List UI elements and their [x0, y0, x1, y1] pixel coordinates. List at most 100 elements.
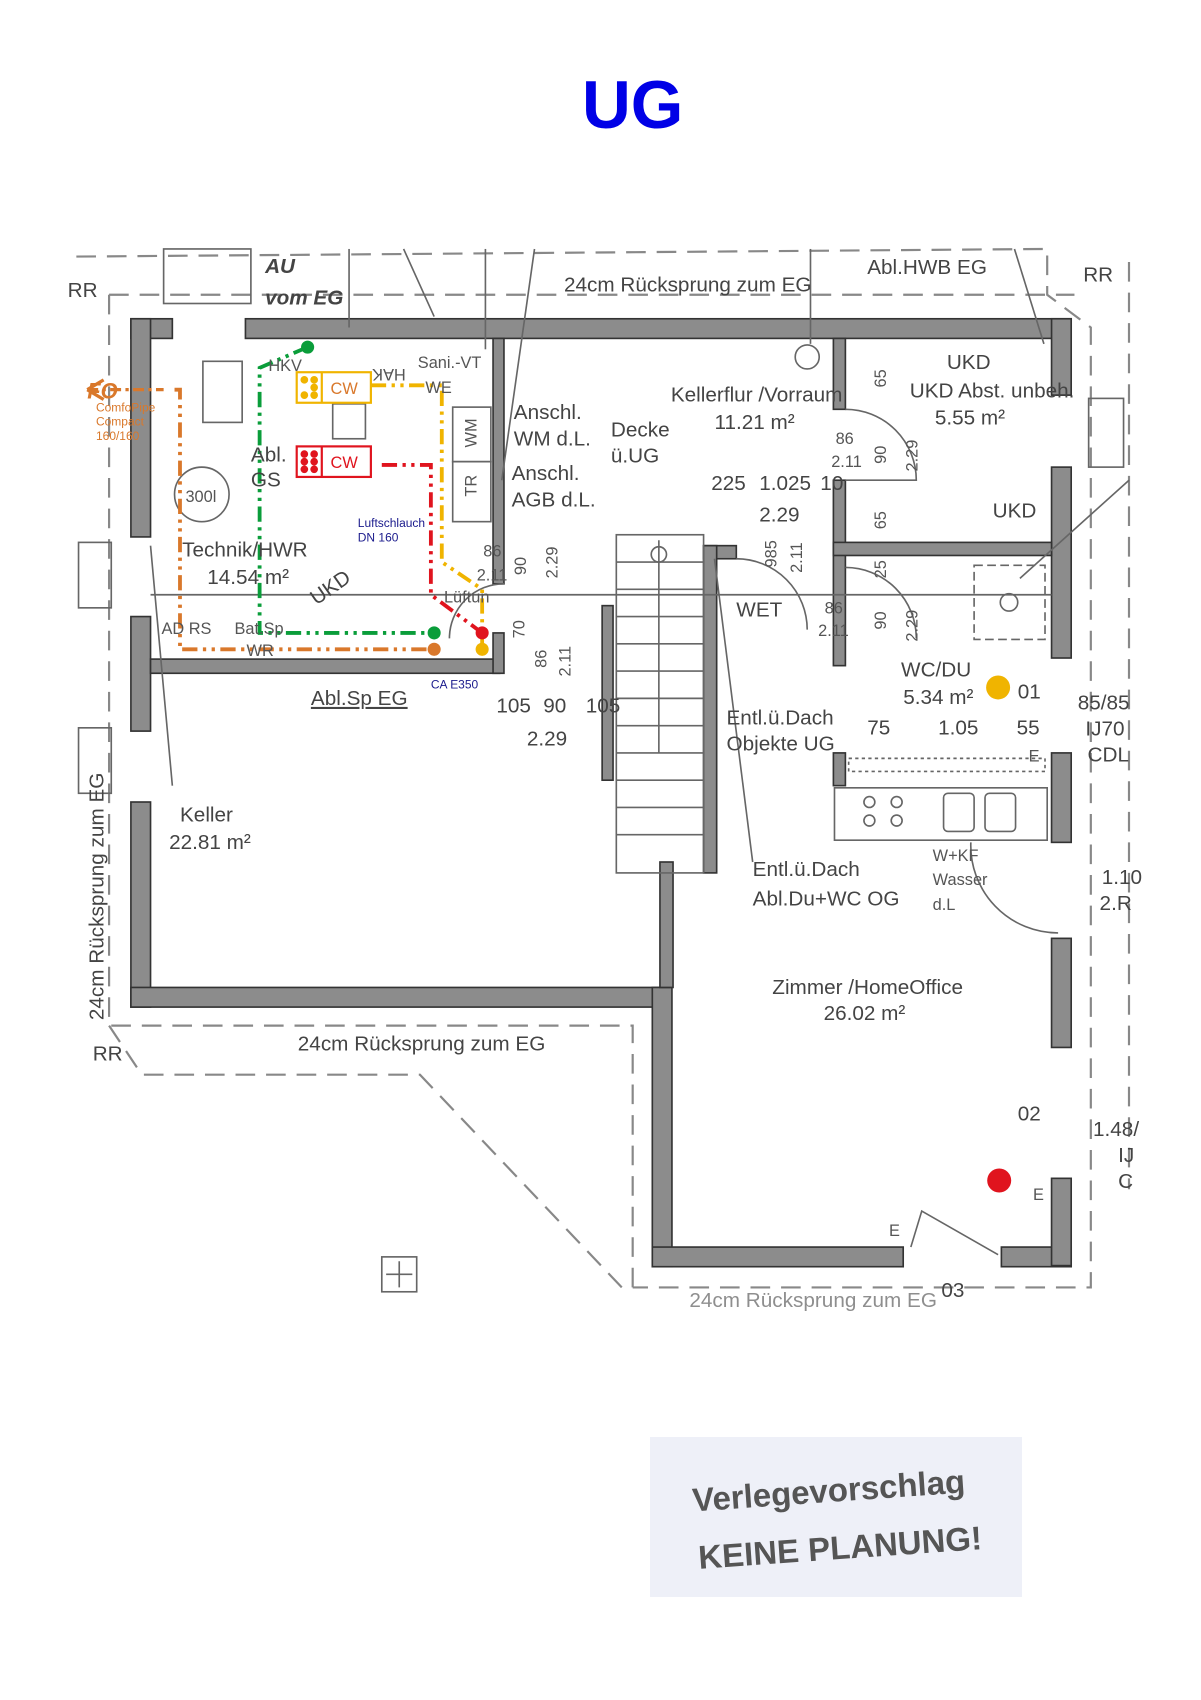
room-name: UKD Abst. unbeh. — [910, 379, 1075, 402]
plan-labels: AU vom EG RR RR RR 24cm Rücksprung zum E… — [68, 255, 1142, 1312]
plan-label: 1.10 — [1102, 866, 1142, 889]
plan-label: CW — [331, 380, 359, 398]
fixtures — [77, 248, 1130, 1293]
plan-label: 2.29 — [903, 440, 921, 472]
plan-label: 85/85 — [1078, 691, 1130, 714]
plan-label: 65 — [872, 511, 890, 529]
plan-label: 985 — [763, 540, 781, 567]
room-name: Zimmer /HomeOffice — [772, 976, 963, 999]
plan-label: 160/160 — [96, 429, 140, 443]
plan-label: 90 — [872, 446, 890, 464]
plan-label: 24cm Rücksprung zum EG — [564, 273, 812, 296]
plan-label: 86 — [836, 430, 854, 448]
plan-label: vom EG — [265, 287, 343, 310]
room-area: 26.02 m² — [824, 1002, 906, 1025]
tank-300l — [173, 466, 230, 523]
plan-label: UKD — [306, 566, 355, 610]
room-name: WC/DU — [901, 659, 971, 682]
plan-label: HKV — [268, 357, 302, 375]
plan-label: IJ — [1118, 1144, 1134, 1167]
plan-label: 2.R — [1100, 892, 1132, 915]
plan-label: WET — [736, 599, 782, 622]
plan-label: 86 — [825, 599, 843, 617]
plan-label: Anschl. — [514, 401, 582, 424]
plan-label: 25 — [872, 560, 890, 578]
page-title: UG — [582, 68, 683, 143]
plan-label: TR — [463, 475, 481, 497]
plan-label: 225 — [711, 472, 746, 495]
room-area: 5.55 m² — [935, 407, 1005, 430]
plan-label: 2.29 — [527, 727, 567, 750]
plan-label: Entl.ü.Dach — [726, 707, 833, 730]
plan-label: 2.11 — [831, 453, 862, 471]
plan-label: d.L — [933, 896, 956, 914]
plan-label: GS — [251, 469, 281, 492]
dimensions: 86 2.11 90 2.29 70 86 2.11 105 90 105 2.… — [477, 369, 1040, 750]
plan-label: 86 — [533, 650, 551, 668]
plan-label: CW — [331, 454, 359, 472]
plan-label: AGB d.L. — [512, 488, 596, 511]
green-connector — [301, 340, 315, 354]
plan-label: 70 — [511, 620, 529, 638]
plan-label: E — [1029, 748, 1040, 766]
plan-label: Abl.HWB EG — [867, 256, 987, 279]
plan-label: ü.UG — [611, 445, 659, 468]
plan-label: Sani.-VT — [418, 354, 482, 372]
plan-label: WM — [463, 418, 481, 447]
eg-outline — [76, 247, 1131, 1289]
plan-label: AU — [264, 255, 296, 278]
yellow-connector — [475, 642, 489, 656]
stamp: Verlegevorschlag KEINE PLANUNG! — [650, 1437, 1022, 1597]
plan-label: WR — [247, 642, 274, 660]
plan-label: Abl.Sp EG — [311, 687, 408, 710]
room-area: 14.54 m² — [207, 566, 289, 589]
plan-label: 03 — [941, 1279, 964, 1302]
room-name: Technik/HWR — [182, 539, 308, 562]
plan-label: 2.29 — [759, 504, 799, 527]
plan-label: Anschl. — [512, 462, 580, 485]
cw-manifold-yellow: CW — [295, 371, 372, 404]
plan-label: 65 — [872, 369, 890, 387]
plan-label: WM d.L. — [514, 427, 591, 450]
walls — [130, 317, 1073, 1268]
plan-label: WE — [425, 379, 451, 397]
room-area: 5.34 m² — [903, 686, 973, 709]
plan-label: KEINE PLANUNG! — [697, 1519, 984, 1576]
plan-label: 90 — [872, 611, 890, 629]
plan-label: 75 — [867, 716, 890, 739]
plan-label: RR — [1083, 264, 1113, 287]
plan-label: 1.48/ — [1093, 1118, 1139, 1141]
plan-label: 86 — [483, 543, 501, 561]
plan-label: Decke — [611, 419, 670, 442]
plan-label: Luftschlauch — [358, 516, 425, 530]
plan-label: 2.11 — [788, 542, 806, 573]
orange-pipe — [174, 387, 435, 652]
plan-label: Wasser — [933, 871, 988, 889]
room-labels: Technik/HWR 14.54 m² Kellerflur /Vorraum… — [169, 379, 1074, 1025]
plan-label: Entl.ü.Dach — [753, 858, 860, 881]
green-connector — [427, 626, 441, 640]
plan-label: 24cm Rücksprung zum EG — [86, 773, 109, 1021]
plan-label: 02 — [1018, 1103, 1041, 1126]
pipes — [86, 340, 1012, 1193]
plan-label: 2.11 — [818, 622, 849, 640]
plan-label: 2.29 — [543, 547, 561, 579]
plan-label: Objekte UG — [726, 733, 834, 756]
room-area: 22.81 m² — [169, 831, 251, 854]
plan-label: E — [1033, 1186, 1044, 1204]
orange-connector — [427, 642, 441, 656]
plan-label: E — [889, 1222, 900, 1240]
plan-label: 105 — [586, 695, 621, 718]
plan-label: CDL — [1088, 744, 1129, 767]
plan-label: Abl. — [251, 444, 287, 467]
plan-label: 55 — [1017, 716, 1040, 739]
cw-manifold-red: CW — [295, 445, 372, 479]
plan-label: 90 — [543, 695, 566, 718]
red-marker — [987, 1168, 1012, 1193]
green-pipe — [257, 345, 435, 635]
plan-label: 105 — [496, 695, 531, 718]
plan-label: Abl.Du+WC OG — [753, 888, 900, 911]
plan-label: 2.29 — [903, 610, 921, 642]
plan-label: IJ70 — [1085, 717, 1124, 740]
